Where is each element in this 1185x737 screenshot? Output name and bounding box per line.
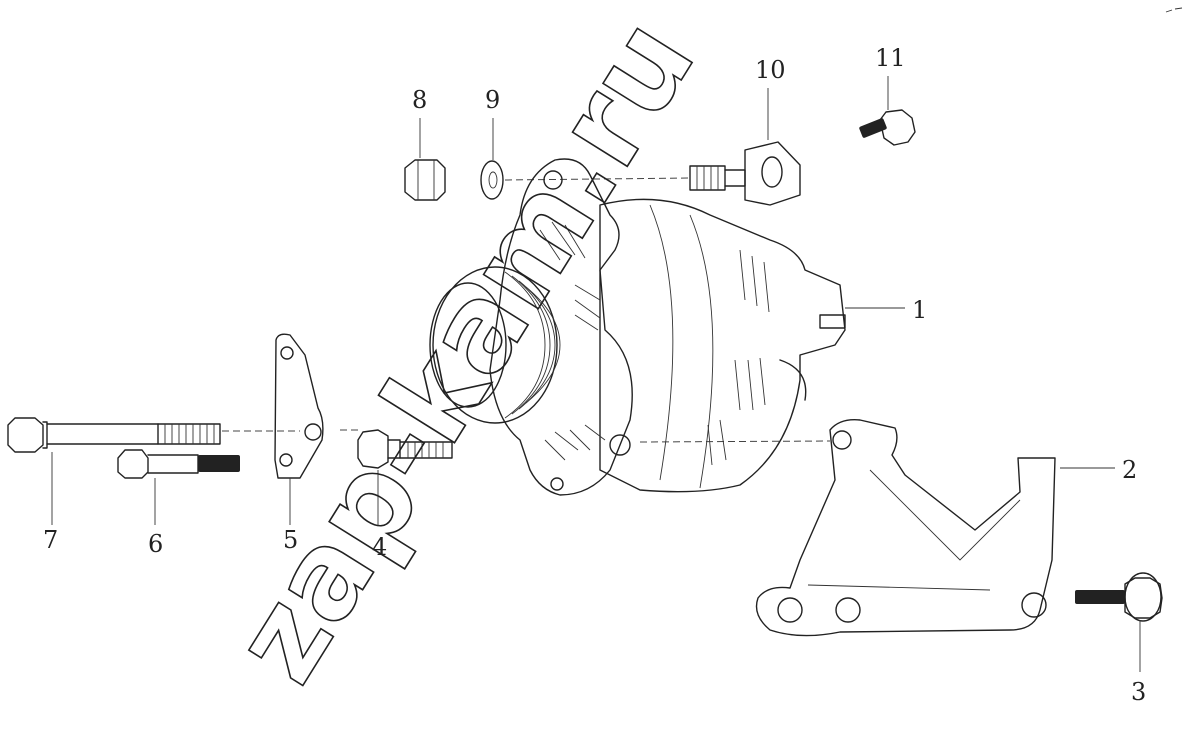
nut-part-8: [404, 159, 446, 201]
alternator: [429, 158, 846, 496]
callout-7: 7: [43, 526, 58, 554]
axis-line-middle: [222, 429, 360, 432]
callout-6: 6: [148, 530, 163, 558]
adjusting-arm-part-10: [689, 141, 801, 206]
plate-part-5: [274, 333, 324, 479]
bolt-part-11: [859, 109, 916, 146]
bolt-part-3: [1075, 572, 1163, 622]
callout-3: 3: [1131, 678, 1146, 706]
watermark-text: zap-kam.ru: [207, 0, 721, 705]
callout-5: 5: [283, 526, 298, 554]
bolt-part-7: [7, 417, 221, 453]
washer-part-9: [480, 160, 504, 200]
callout-2: 2: [1122, 456, 1137, 484]
callout-9: 9: [485, 86, 500, 114]
axis-line-top: [504, 177, 691, 181]
mounting-bracket: [755, 419, 1056, 637]
bolt-part-4: [357, 429, 453, 469]
callout-11: 11: [875, 44, 906, 72]
leader-lines: [51, 76, 1141, 672]
callout-4: 4: [372, 533, 387, 561]
axis-line-lower: [639, 440, 831, 443]
callout-10: 10: [755, 56, 786, 84]
callout-8: 8: [412, 86, 427, 114]
callout-1: 1: [912, 296, 927, 324]
bolt-part-6: [117, 449, 240, 479]
corner-mark: [1165, 7, 1183, 13]
